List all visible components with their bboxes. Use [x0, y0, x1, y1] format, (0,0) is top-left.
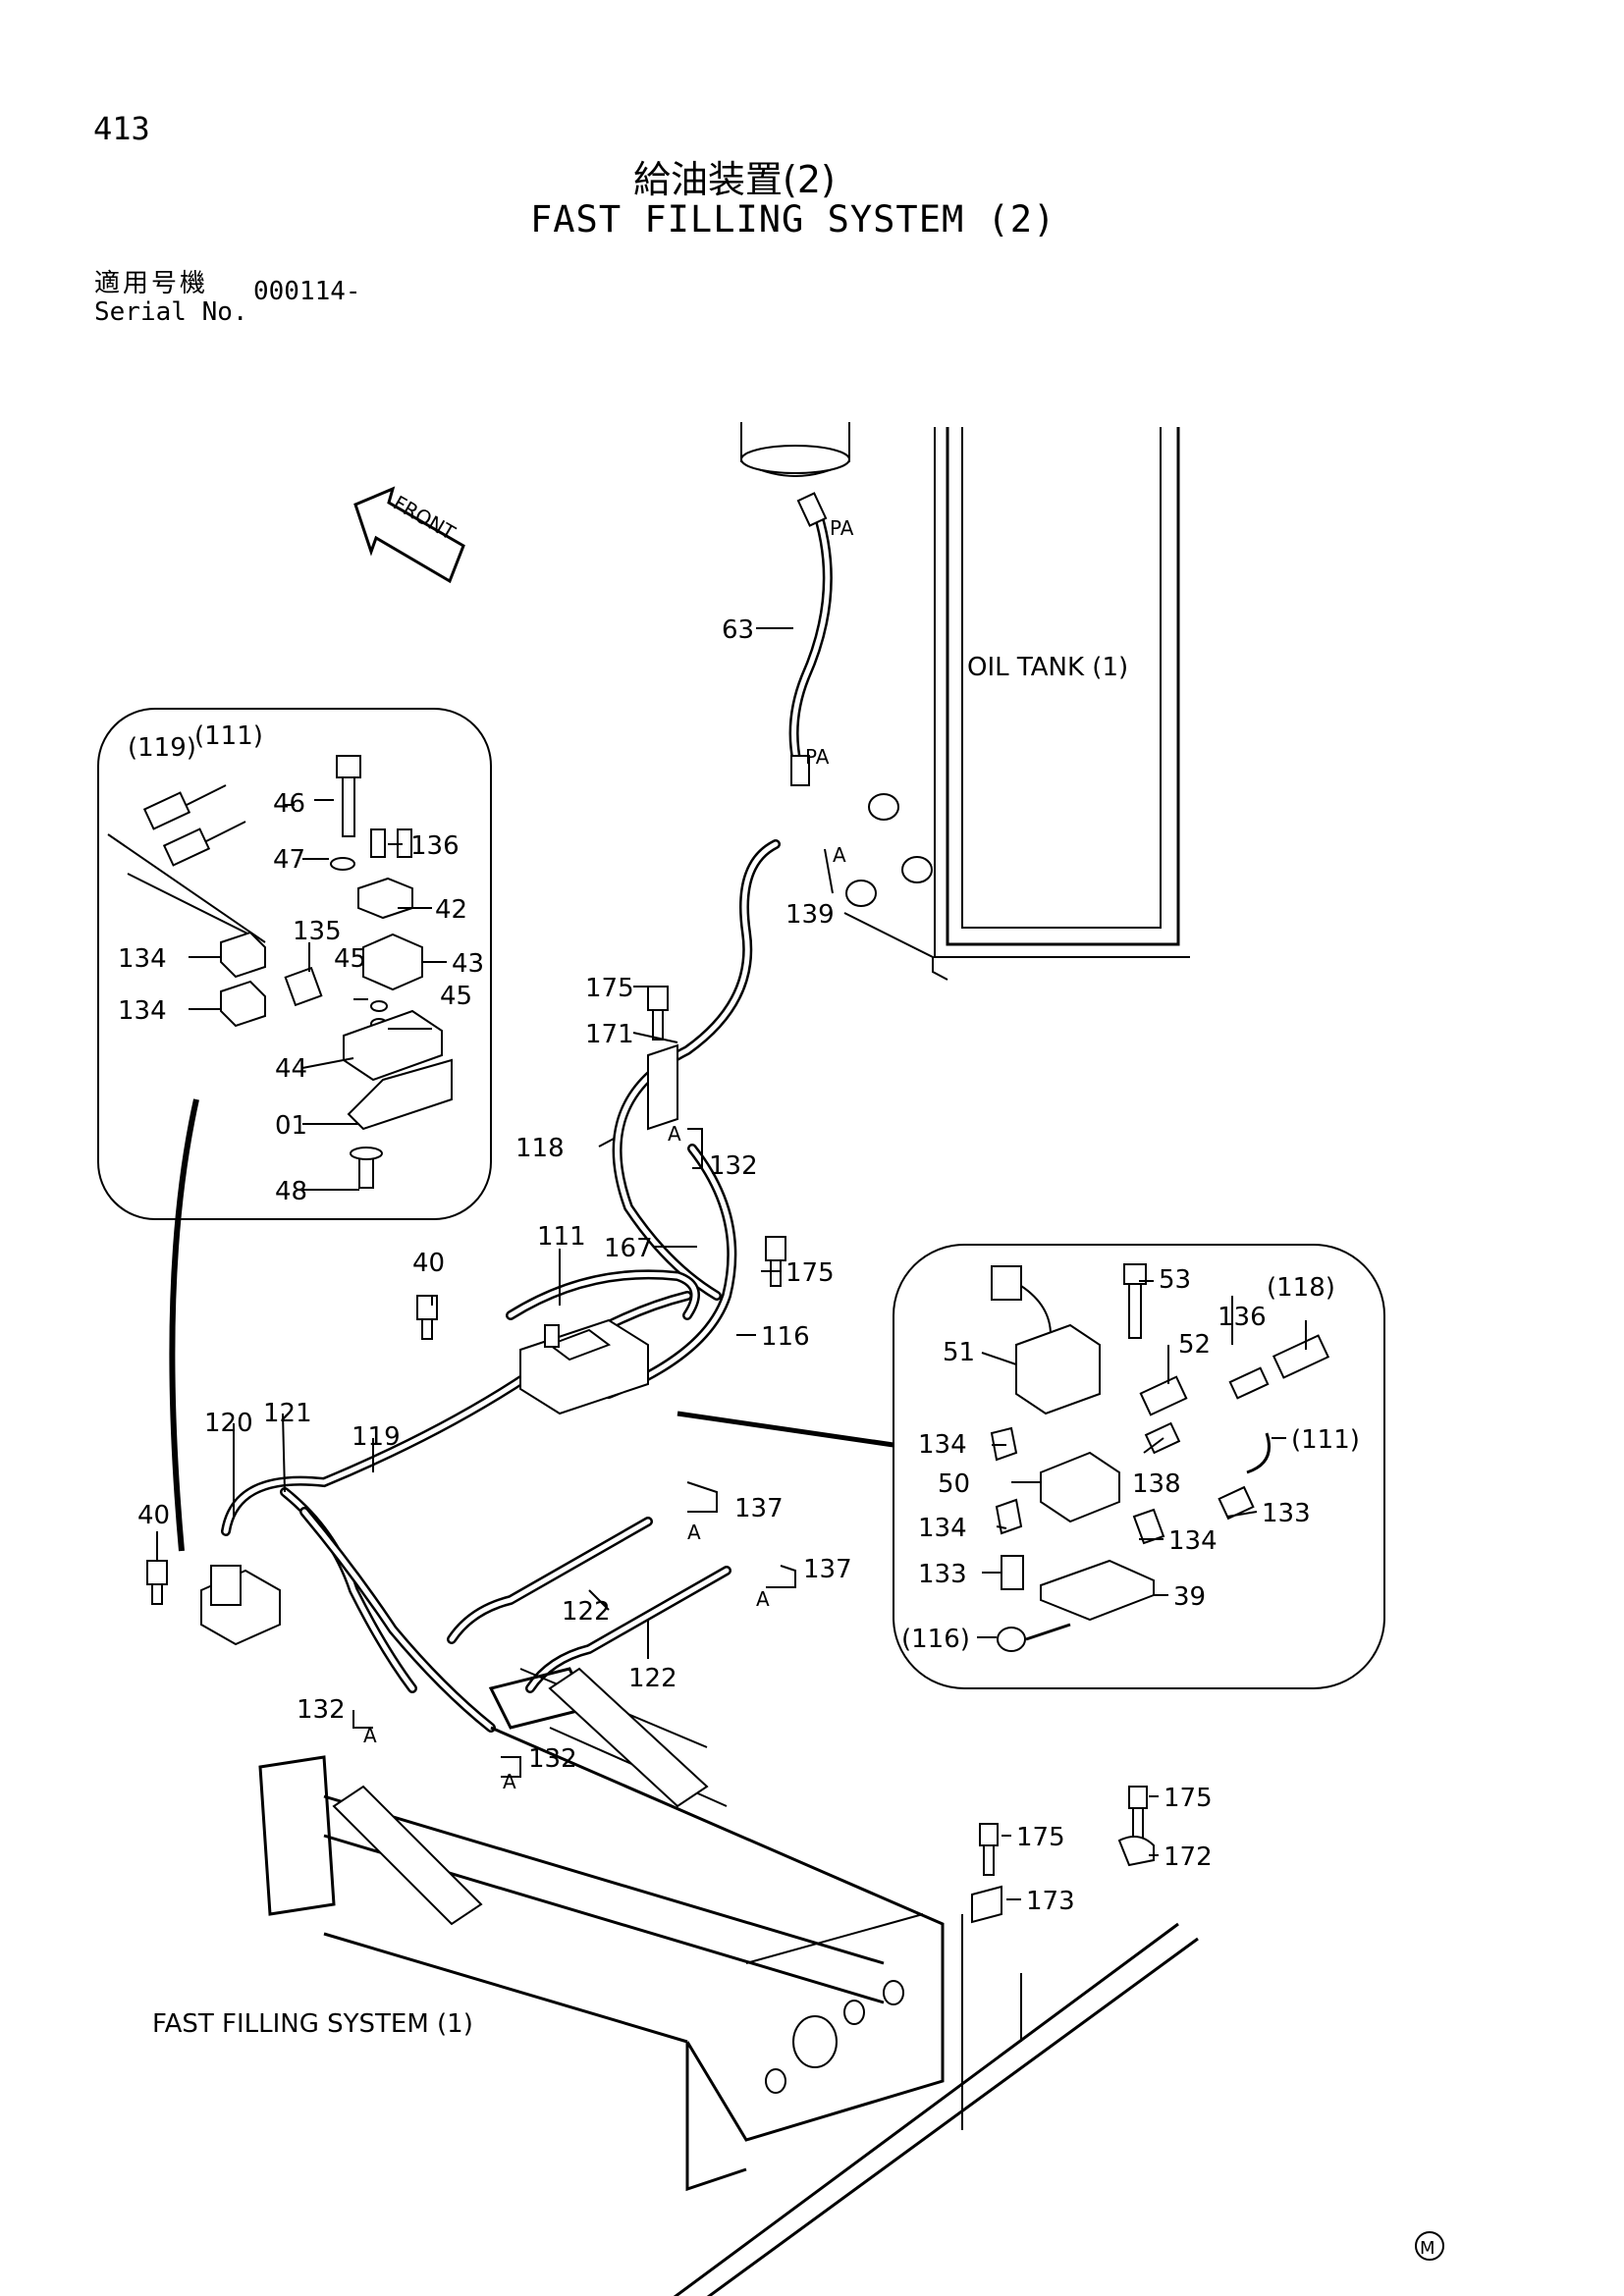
valve-block-assembly — [519, 1318, 649, 1415]
callout-43: 43 — [452, 949, 484, 979]
pa-label-bottom: PA — [805, 745, 830, 769]
callout-139: 139 — [785, 900, 835, 930]
callout-119: 119 — [352, 1422, 401, 1452]
callout-175-right-lower: 175 — [1016, 1823, 1065, 1852]
oil-tank: OIL TANK (1) — [843, 427, 1190, 981]
label-a-upper: A — [668, 1122, 681, 1146]
callout-118: 118 — [515, 1134, 565, 1163]
label-a-tank: A — [833, 843, 846, 867]
callout-175-upper: 175 — [585, 974, 634, 1003]
callout-175-right-upper: 175 — [1164, 1784, 1213, 1813]
callout-173: 173 — [1026, 1887, 1075, 1916]
callout-46: 46 — [273, 789, 305, 819]
callout-175-mid: 175 — [785, 1258, 835, 1288]
title-japanese: 給油装置(2) — [633, 158, 836, 201]
mark-letter: M — [1420, 2238, 1435, 2259]
callout-132-lower-right: 132 — [528, 1744, 577, 1774]
callout-45-left: 45 — [334, 944, 366, 974]
title-english: FAST FILLING SYSTEM (2) — [530, 198, 1056, 240]
callout-133-right: 133 — [1262, 1499, 1311, 1528]
callout-52: 52 — [1178, 1330, 1211, 1360]
callout-167: 167 — [604, 1234, 653, 1263]
serial-value: 000114- — [253, 277, 361, 306]
serial-label-english: Serial No. — [94, 297, 248, 327]
leader-lines — [156, 627, 1307, 1900]
manufacturer-mark-icon: M — [1415, 2231, 1444, 2261]
callout-119-ref: (119) — [128, 733, 196, 763]
callout-53: 53 — [1159, 1265, 1191, 1295]
callout-118-ref: (118) — [1267, 1273, 1335, 1303]
detail-box-right — [893, 1244, 1385, 1689]
callout-121: 121 — [263, 1399, 312, 1428]
page-number: 413 — [93, 110, 150, 147]
callout-111: 111 — [537, 1222, 586, 1252]
callout-122-left: 122 — [562, 1597, 611, 1627]
label-a-lower-left: A — [363, 1724, 377, 1747]
callout-135: 135 — [293, 917, 342, 946]
callout-172: 172 — [1164, 1842, 1213, 1872]
callout-63: 63 — [722, 615, 754, 645]
callout-136-left: 136 — [410, 831, 460, 861]
cylinders — [332, 1667, 709, 1926]
callout-48: 48 — [275, 1177, 307, 1206]
callout-40-lower: 40 — [137, 1501, 170, 1530]
pa-label-top: PA — [830, 516, 854, 540]
oil-tank-label: OIL TANK (1) — [967, 653, 1128, 682]
callout-122-right: 122 — [628, 1664, 677, 1693]
callout-44: 44 — [275, 1054, 307, 1084]
callout-137-lower: 137 — [803, 1555, 852, 1584]
callout-45-right: 45 — [440, 982, 472, 1011]
callout-116: 116 — [761, 1322, 810, 1352]
callout-120: 120 — [204, 1409, 253, 1438]
callout-50: 50 — [938, 1469, 970, 1499]
left-block — [200, 1565, 281, 1646]
fast-filling-1-label: FAST FILLING SYSTEM (1) — [152, 2009, 473, 2039]
hardware-bolts — [146, 986, 1155, 1924]
filter-canister — [740, 422, 850, 477]
machine-frame — [258, 1667, 1199, 2296]
label-a-137-upper: A — [687, 1521, 701, 1544]
callout-42: 42 — [435, 895, 467, 925]
callout-111-ref: (111) — [194, 721, 263, 751]
serial-label-japanese: 適用号機 — [94, 269, 209, 298]
callout-116-ref: (116) — [901, 1625, 970, 1654]
callout-133-left: 133 — [918, 1560, 967, 1589]
front-arrow-icon: FRONT — [353, 486, 465, 584]
callout-137-upper: 137 — [734, 1494, 784, 1523]
callout-138: 138 — [1132, 1469, 1181, 1499]
callout-136-right: 136 — [1218, 1303, 1267, 1332]
callout-40-upper: 40 — [412, 1249, 445, 1278]
callout-134-right-upper: 134 — [918, 1430, 967, 1460]
callout-134-right-lower: 134 — [1168, 1526, 1218, 1556]
callout-01: 01 — [275, 1111, 307, 1141]
callout-171: 171 — [585, 1020, 634, 1049]
callout-134-left-upper: 134 — [118, 944, 167, 974]
label-a-lower-right: A — [503, 1770, 516, 1793]
callout-132-lower-left: 132 — [297, 1695, 346, 1725]
callout-39: 39 — [1173, 1582, 1206, 1612]
callout-134-left-lower: 134 — [118, 996, 167, 1026]
callout-132-upper: 132 — [709, 1151, 758, 1181]
callout-134-right-mid: 134 — [918, 1514, 967, 1543]
callout-111-ref-right: (111) — [1291, 1425, 1360, 1455]
label-a-137-lower: A — [756, 1587, 770, 1611]
callout-47: 47 — [273, 845, 305, 875]
callout-51: 51 — [943, 1338, 975, 1367]
